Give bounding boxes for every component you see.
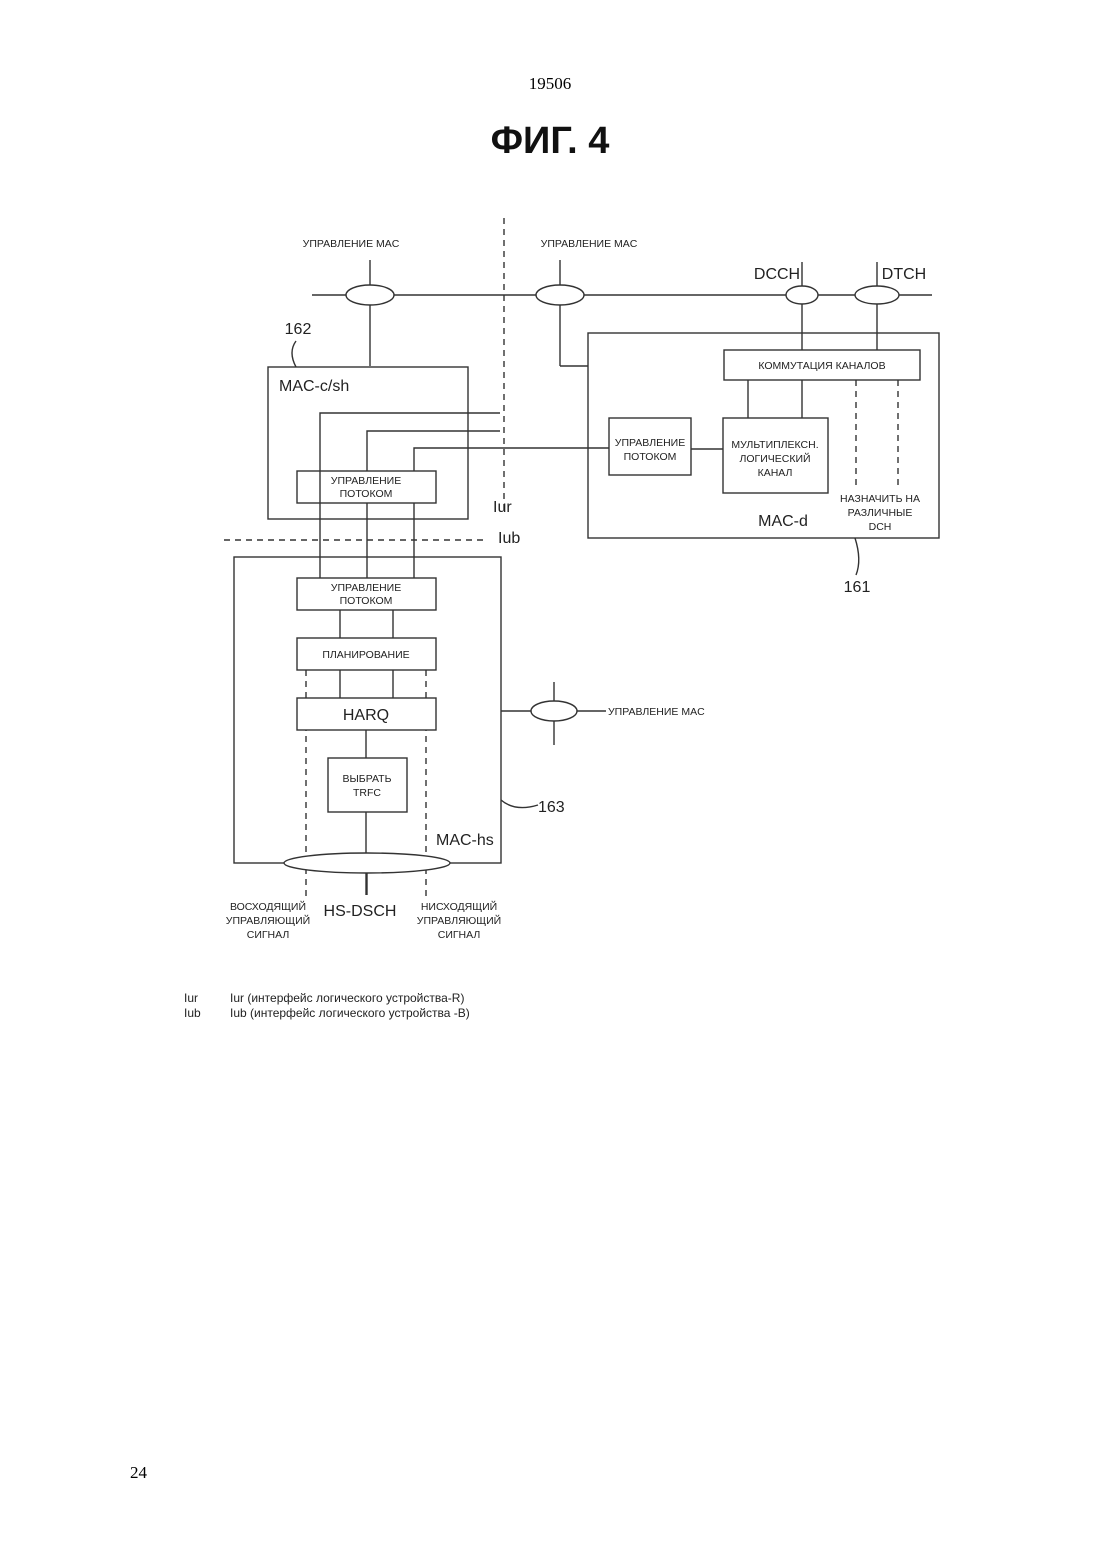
label-mux-1: МУЛЬТИПЛЕКСН. bbox=[731, 439, 818, 451]
label-flow-control-csh-1: УПРАВЛЕНИЕ bbox=[331, 475, 401, 487]
legend-text-iub: Iub (интерфейс логического устройства -B… bbox=[230, 1006, 470, 1020]
legend-key-iub: Iub bbox=[184, 1006, 230, 1020]
label-mac-d: MAC-d bbox=[758, 513, 808, 530]
label-mux-3: КАНАЛ bbox=[758, 467, 793, 479]
label-hs-dsch: HS-DSCH bbox=[324, 903, 397, 920]
label-mac-control-right: УПРАВЛЕНИЕ MAC bbox=[608, 706, 705, 718]
label-uplink-2: УПРАВЛЯЮЩИЙ bbox=[226, 914, 310, 927]
label-mux-2: ЛОГИЧЕСКИЙ bbox=[739, 452, 810, 465]
legend-row-iub: IubIub (интерфейс логического устройства… bbox=[184, 1006, 470, 1020]
label-uplink-3: СИГНАЛ bbox=[247, 929, 290, 941]
label-downlink-3: СИГНАЛ bbox=[438, 929, 481, 941]
sap-hs-dsch bbox=[284, 853, 450, 873]
label-scheduling: ПЛАНИРОВАНИЕ bbox=[322, 649, 409, 661]
sap-mac-control-hs bbox=[531, 701, 577, 721]
sap-mac-control-left bbox=[346, 285, 394, 305]
label-flow-control-hs-2: ПОТОКОМ bbox=[340, 595, 393, 607]
select-trfc-box bbox=[328, 758, 407, 812]
label-uplink-1: ВОСХОДЯЩИЙ bbox=[230, 900, 306, 913]
iur-link-2 bbox=[367, 431, 500, 471]
ref-162-leader bbox=[292, 341, 296, 367]
label-ref-162: 162 bbox=[285, 321, 312, 338]
label-select-trfc-1: ВЫБРАТЬ bbox=[343, 773, 392, 785]
sap-dtch bbox=[855, 286, 899, 304]
legend-row-iur: IurIur (интерфейс логического устройства… bbox=[184, 991, 464, 1005]
label-dtch: DTCH bbox=[882, 266, 926, 283]
label-channel-switching: КОММУТАЦИЯ КАНАЛОВ bbox=[758, 360, 885, 372]
label-assign-dch-3: DCH bbox=[869, 521, 892, 533]
ref-163-leader bbox=[501, 800, 538, 808]
label-dcch: DCCH bbox=[754, 266, 800, 283]
sap-mac-control-top bbox=[536, 285, 584, 305]
legend-text-iur: Iur (интерфейс логического устройства-R) bbox=[230, 991, 464, 1005]
label-ref-161: 161 bbox=[844, 579, 871, 596]
label-iub: Iub bbox=[498, 530, 520, 547]
label-flow-control-d-1: УПРАВЛЕНИЕ bbox=[615, 437, 685, 449]
page-number: 24 bbox=[130, 1463, 147, 1483]
label-ref-163: 163 bbox=[538, 799, 565, 816]
ref-161-leader bbox=[855, 538, 859, 575]
label-select-trfc-2: TRFC bbox=[353, 787, 381, 799]
label-iur: Iur bbox=[493, 499, 512, 516]
label-mac-csh: MAC-c/sh bbox=[279, 378, 349, 395]
label-mac-control-left: УПРАВЛЕНИЕ MAC bbox=[303, 238, 400, 250]
label-mac-control-top: УПРАВЛЕНИЕ MAC bbox=[541, 238, 638, 250]
label-flow-control-d-2: ПОТОКОМ bbox=[624, 451, 677, 463]
label-assign-dch-1: НАЗНАЧИТЬ НА bbox=[840, 493, 920, 505]
label-downlink-1: НИСХОДЯЩИЙ bbox=[421, 900, 497, 913]
label-downlink-2: УПРАВЛЯЮЩИЙ bbox=[417, 914, 501, 927]
label-mac-hs: MAC-hs bbox=[436, 832, 494, 849]
sap-dcch bbox=[786, 286, 818, 304]
label-assign-dch-2: РАЗЛИЧНЫЕ bbox=[848, 507, 913, 519]
iur-link-3 bbox=[414, 448, 609, 471]
legend-key-iur: Iur bbox=[184, 991, 230, 1005]
label-harq: HARQ bbox=[343, 707, 389, 724]
label-flow-control-csh-2: ПОТОКОМ bbox=[340, 488, 393, 500]
label-flow-control-hs-1: УПРАВЛЕНИЕ bbox=[331, 582, 401, 594]
